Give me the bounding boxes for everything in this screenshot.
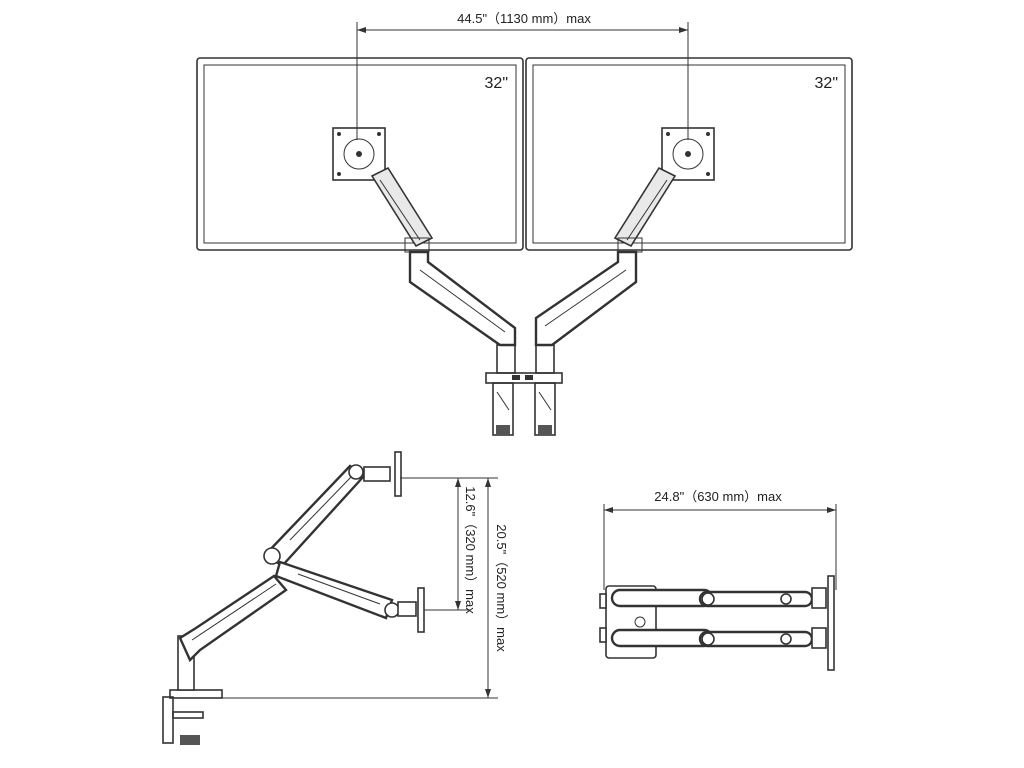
- arm-range-dimension: 12.6"（320 mm）max: [424, 478, 478, 614]
- left-lower-arm: [408, 250, 517, 347]
- right-vesa-plate: [661, 127, 715, 181]
- side-upper-arm-lowered: [274, 560, 400, 620]
- top-monitor-plates: [827, 575, 835, 671]
- right-upper-arm: [613, 166, 677, 253]
- arm-range-dimension-label: 12.6"（320 mm）max: [463, 486, 478, 614]
- side-monitor-head-lower: [397, 587, 425, 633]
- side-view: 20.5"（520 mm）max 12.6"（320 mm）max: [162, 451, 509, 745]
- side-lower-arm: [178, 574, 288, 663]
- top-arm-lower: [610, 627, 827, 649]
- left-vesa-plate: [332, 127, 386, 181]
- side-upper-arm-raised: [263, 464, 366, 568]
- right-monitor-size-label: 32": [815, 75, 838, 92]
- reach-dimension-label: 24.8"（630 mm）max: [654, 489, 782, 504]
- front-pole-base: [485, 344, 563, 436]
- height-dimension-label: 20.5"（520 mm）max: [494, 524, 509, 652]
- left-monitor-size-label: 32": [485, 75, 508, 92]
- top-arm-upper: [610, 587, 827, 609]
- width-dimension-label: 44.5"（1130 mm）max: [457, 11, 591, 26]
- width-dimension: 44.5"（1130 mm）max: [356, 9, 689, 140]
- right-lower-arm: [534, 250, 638, 347]
- side-monitor-head-upper: [363, 451, 402, 497]
- left-monitor: 32": [196, 57, 524, 251]
- right-monitor: 32": [525, 57, 853, 251]
- side-clamp: [162, 689, 223, 745]
- height-dimension: 20.5"（520 mm）max: [200, 477, 509, 699]
- top-view: 24.8"（630 mm）max: [599, 488, 837, 671]
- front-view: 44.5"（1130 mm）max 32" 32": [196, 9, 853, 436]
- reach-dimension: 24.8"（630 mm）max: [603, 488, 837, 590]
- left-upper-arm: [370, 166, 434, 253]
